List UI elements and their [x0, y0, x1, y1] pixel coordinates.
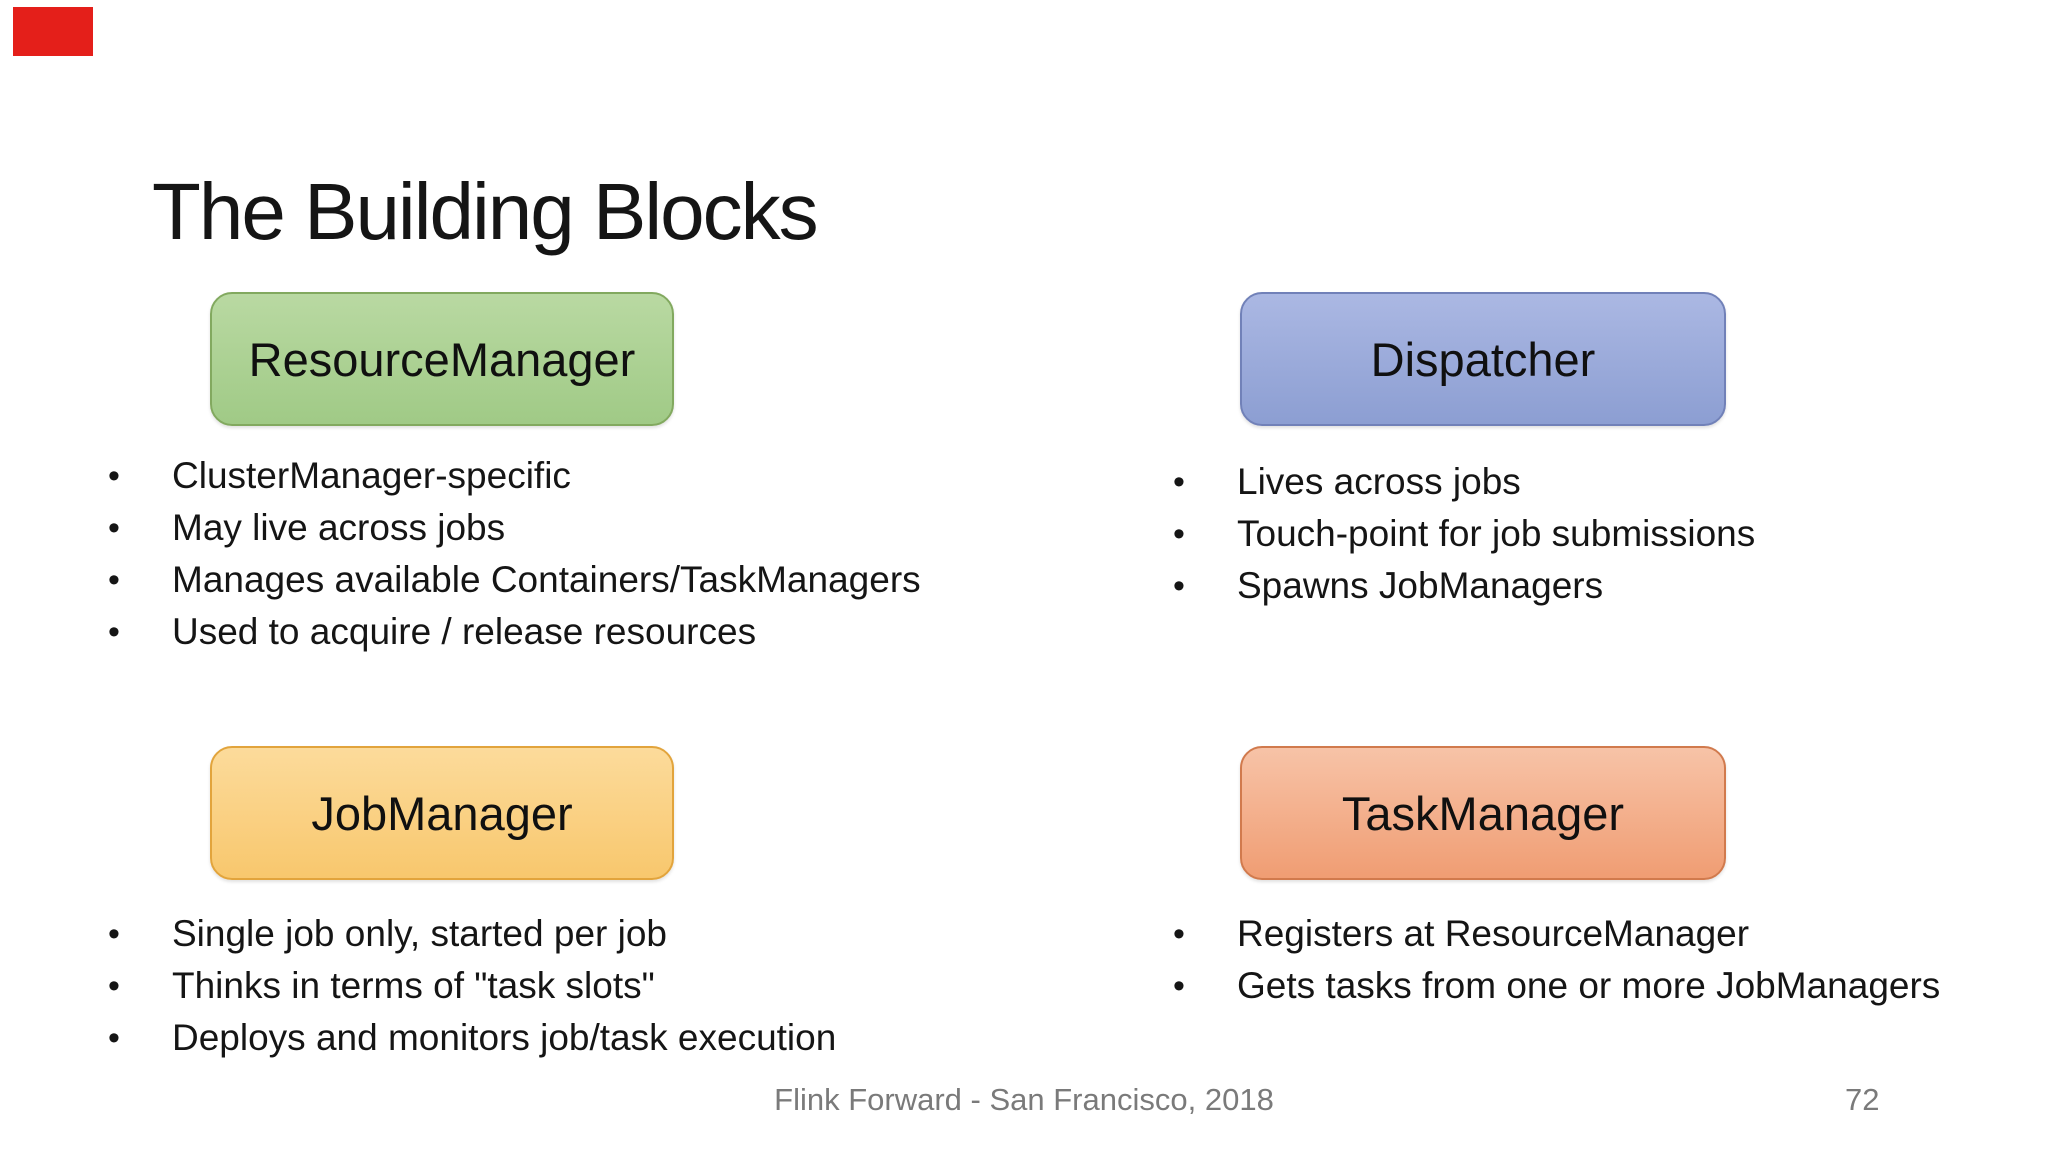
dispatcher-block: Dispatcher	[1240, 292, 1726, 426]
red-corner-marker	[13, 7, 93, 56]
bullet-item: Spawns JobManagers	[1165, 560, 2048, 612]
bullet-item: Gets tasks from one or more JobManagers	[1165, 960, 2048, 1012]
resource-manager-block: ResourceManager	[210, 292, 674, 426]
bullet-item: Thinks in terms of "task slots"	[100, 960, 1000, 1012]
bullet-item: Lives across jobs	[1165, 456, 2048, 508]
resource-manager-label: ResourceManager	[248, 332, 636, 386]
slide-title: The Building Blocks	[152, 166, 819, 256]
task-manager-bullet-list: Registers at ResourceManager Gets tasks …	[1165, 908, 2048, 1012]
job-manager-label: JobManager	[311, 786, 573, 840]
bullet-item: Touch-point for job submissions	[1165, 508, 2048, 560]
job-manager-bullet-list: Single job only, started per job Thinks …	[100, 908, 1000, 1064]
job-manager-block: JobManager	[210, 746, 674, 880]
page-number: 72	[1845, 1082, 1880, 1117]
dispatcher-bullet-list: Lives across jobs Touch-point for job su…	[1165, 456, 2048, 612]
footer-text: Flink Forward - San Francisco, 2018	[774, 1082, 1274, 1117]
bullet-item: Manages available Containers/TaskManager…	[100, 554, 1000, 606]
dispatcher-label: Dispatcher	[1370, 332, 1596, 386]
task-manager-label: TaskManager	[1341, 786, 1625, 840]
bullet-item: Registers at ResourceManager	[1165, 908, 2048, 960]
bullet-item: Used to acquire / release resources	[100, 606, 1000, 658]
bullet-item: Single job only, started per job	[100, 908, 1000, 960]
resource-manager-bullet-list: ClusterManager-specific May live across …	[100, 450, 1000, 658]
bullet-item: Deploys and monitors job/task execution	[100, 1012, 1000, 1064]
task-manager-block: TaskManager	[1240, 746, 1726, 880]
bullet-item: May live across jobs	[100, 502, 1000, 554]
bullet-item: ClusterManager-specific	[100, 450, 1000, 502]
